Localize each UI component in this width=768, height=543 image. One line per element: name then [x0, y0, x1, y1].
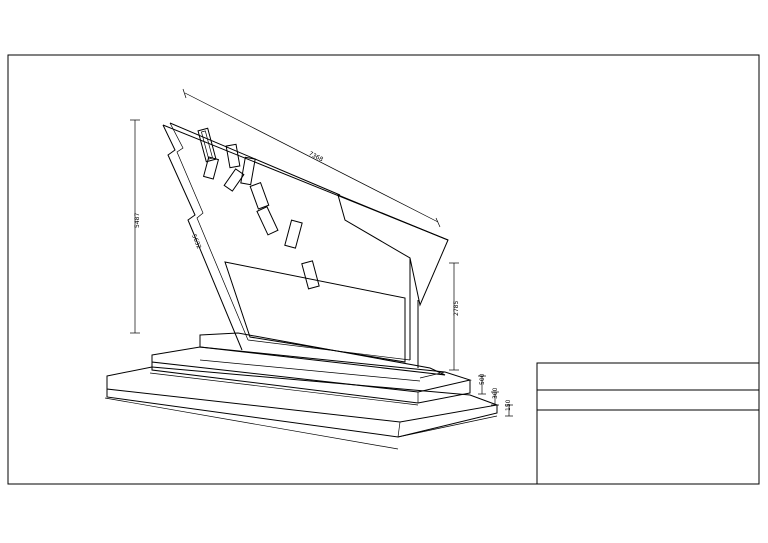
- dim-base-tier-3-text: 150: [505, 399, 512, 411]
- base-platform: [106, 332, 499, 438]
- title-block: [536, 362, 760, 485]
- dim-base-tier-1-text: 500: [479, 373, 486, 385]
- dim-slanted-side: 5632: [190, 233, 202, 250]
- sheet-border: [7, 54, 760, 485]
- dim-slanted-side-text: 5632: [190, 233, 202, 250]
- dim-base-tiers: 500 300 150: [478, 373, 513, 417]
- dim-overall-length-text: 7368: [307, 150, 324, 163]
- dim-base-tier-2-text: 300: [492, 387, 499, 399]
- dim-overall-height-text: 5487: [134, 213, 141, 228]
- decorative-frames: [197, 127, 320, 290]
- dim-right-post-height-text: 2785: [453, 301, 460, 316]
- dim-overall-length: 7368: [182, 88, 441, 228]
- dim-base-lengths: [104, 359, 498, 450]
- dim-overall-height: 5487: [130, 119, 141, 334]
- dim-right-post-height: 2785: [449, 262, 460, 371]
